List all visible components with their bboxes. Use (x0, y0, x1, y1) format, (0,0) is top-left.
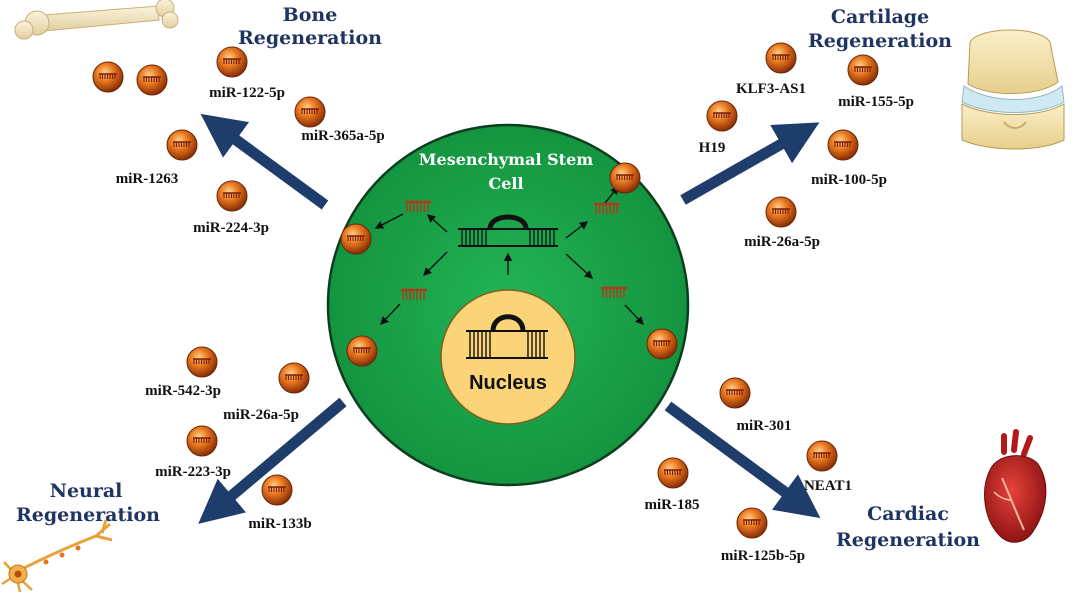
neural-label: miR-223-3p (155, 464, 231, 480)
neural-title-line2: Regeneration (16, 504, 160, 526)
exosome (706, 100, 738, 132)
cartilage-label: miR-155-5p (838, 94, 914, 110)
arrow-to-bone (200, 113, 329, 210)
neural-label: miR-133b (248, 516, 311, 532)
bone-label: miR-122-5p (209, 85, 285, 101)
neuron-icon (1, 519, 113, 593)
exosome (609, 162, 641, 194)
cardiac-title-line1: Cardiac (867, 503, 949, 525)
cell-title-line1: Mesenchymal Stem (419, 150, 593, 169)
cardiac-label: NEAT1 (804, 478, 852, 494)
bone-label: miR-365a-5p (301, 128, 384, 144)
exosome (294, 96, 326, 128)
neural-label: miR-542-3p (145, 383, 221, 399)
cell-title-line2: Cell (488, 174, 523, 193)
bone-label: miR-1263 (116, 171, 179, 187)
exosome (166, 129, 198, 161)
exosome (216, 180, 248, 212)
bone-label: miR-224-3p (193, 220, 269, 236)
cartilage-title-line1: Cartilage (831, 6, 929, 28)
exosome (278, 362, 310, 394)
nucleus-dna-icon (466, 314, 548, 359)
exosome (261, 474, 293, 506)
cartilage-label: KLF3-AS1 (736, 81, 806, 97)
cardiac-title-line2: Regeneration (836, 529, 980, 551)
exosome (136, 64, 168, 96)
arrow-to-cartilage (680, 122, 820, 205)
cytoplasm-dna-icon (458, 214, 558, 247)
cardiac-label: miR-125b-5p (721, 548, 805, 564)
heart-icon (984, 429, 1047, 543)
nucleus-label: Nucleus (469, 372, 547, 394)
arrow-to-cardiac (664, 401, 821, 519)
exosome (186, 346, 218, 378)
exosome (92, 61, 124, 93)
exosome (765, 42, 797, 74)
bone-icon (14, 0, 179, 40)
bone-title-line2: Regeneration (238, 27, 382, 49)
exosome (646, 328, 678, 360)
cartilage-title-line2: Regeneration (808, 30, 952, 52)
neural-title-line1: Neural (50, 480, 123, 502)
exosome (340, 223, 372, 255)
exosome (186, 425, 218, 457)
knee-joint-icon (961, 29, 1065, 150)
exosome (216, 46, 248, 78)
cartilage-label: miR-100-5p (811, 172, 887, 188)
cardiac-label: miR-185 (645, 497, 700, 513)
exosome (847, 54, 879, 86)
exosome (765, 196, 797, 228)
mesenchymal-stem-cell: Mesenchymal Stem Cell Nucleus (326, 123, 690, 487)
cardiac-label: miR-301 (737, 418, 792, 434)
pathway-arrows (198, 113, 821, 524)
arrow-to-neural (198, 397, 347, 524)
bone-title-line1: Bone (283, 4, 338, 26)
exosome (346, 335, 378, 367)
exosome (806, 440, 838, 472)
neural-label: miR-26a-5p (223, 407, 299, 423)
exosome (657, 457, 689, 489)
exosome (827, 129, 859, 161)
cartilage-label: miR-26a-5p (744, 234, 820, 250)
exosome (719, 377, 751, 409)
exosome (736, 507, 768, 539)
cartilage-label: H19 (699, 140, 726, 156)
